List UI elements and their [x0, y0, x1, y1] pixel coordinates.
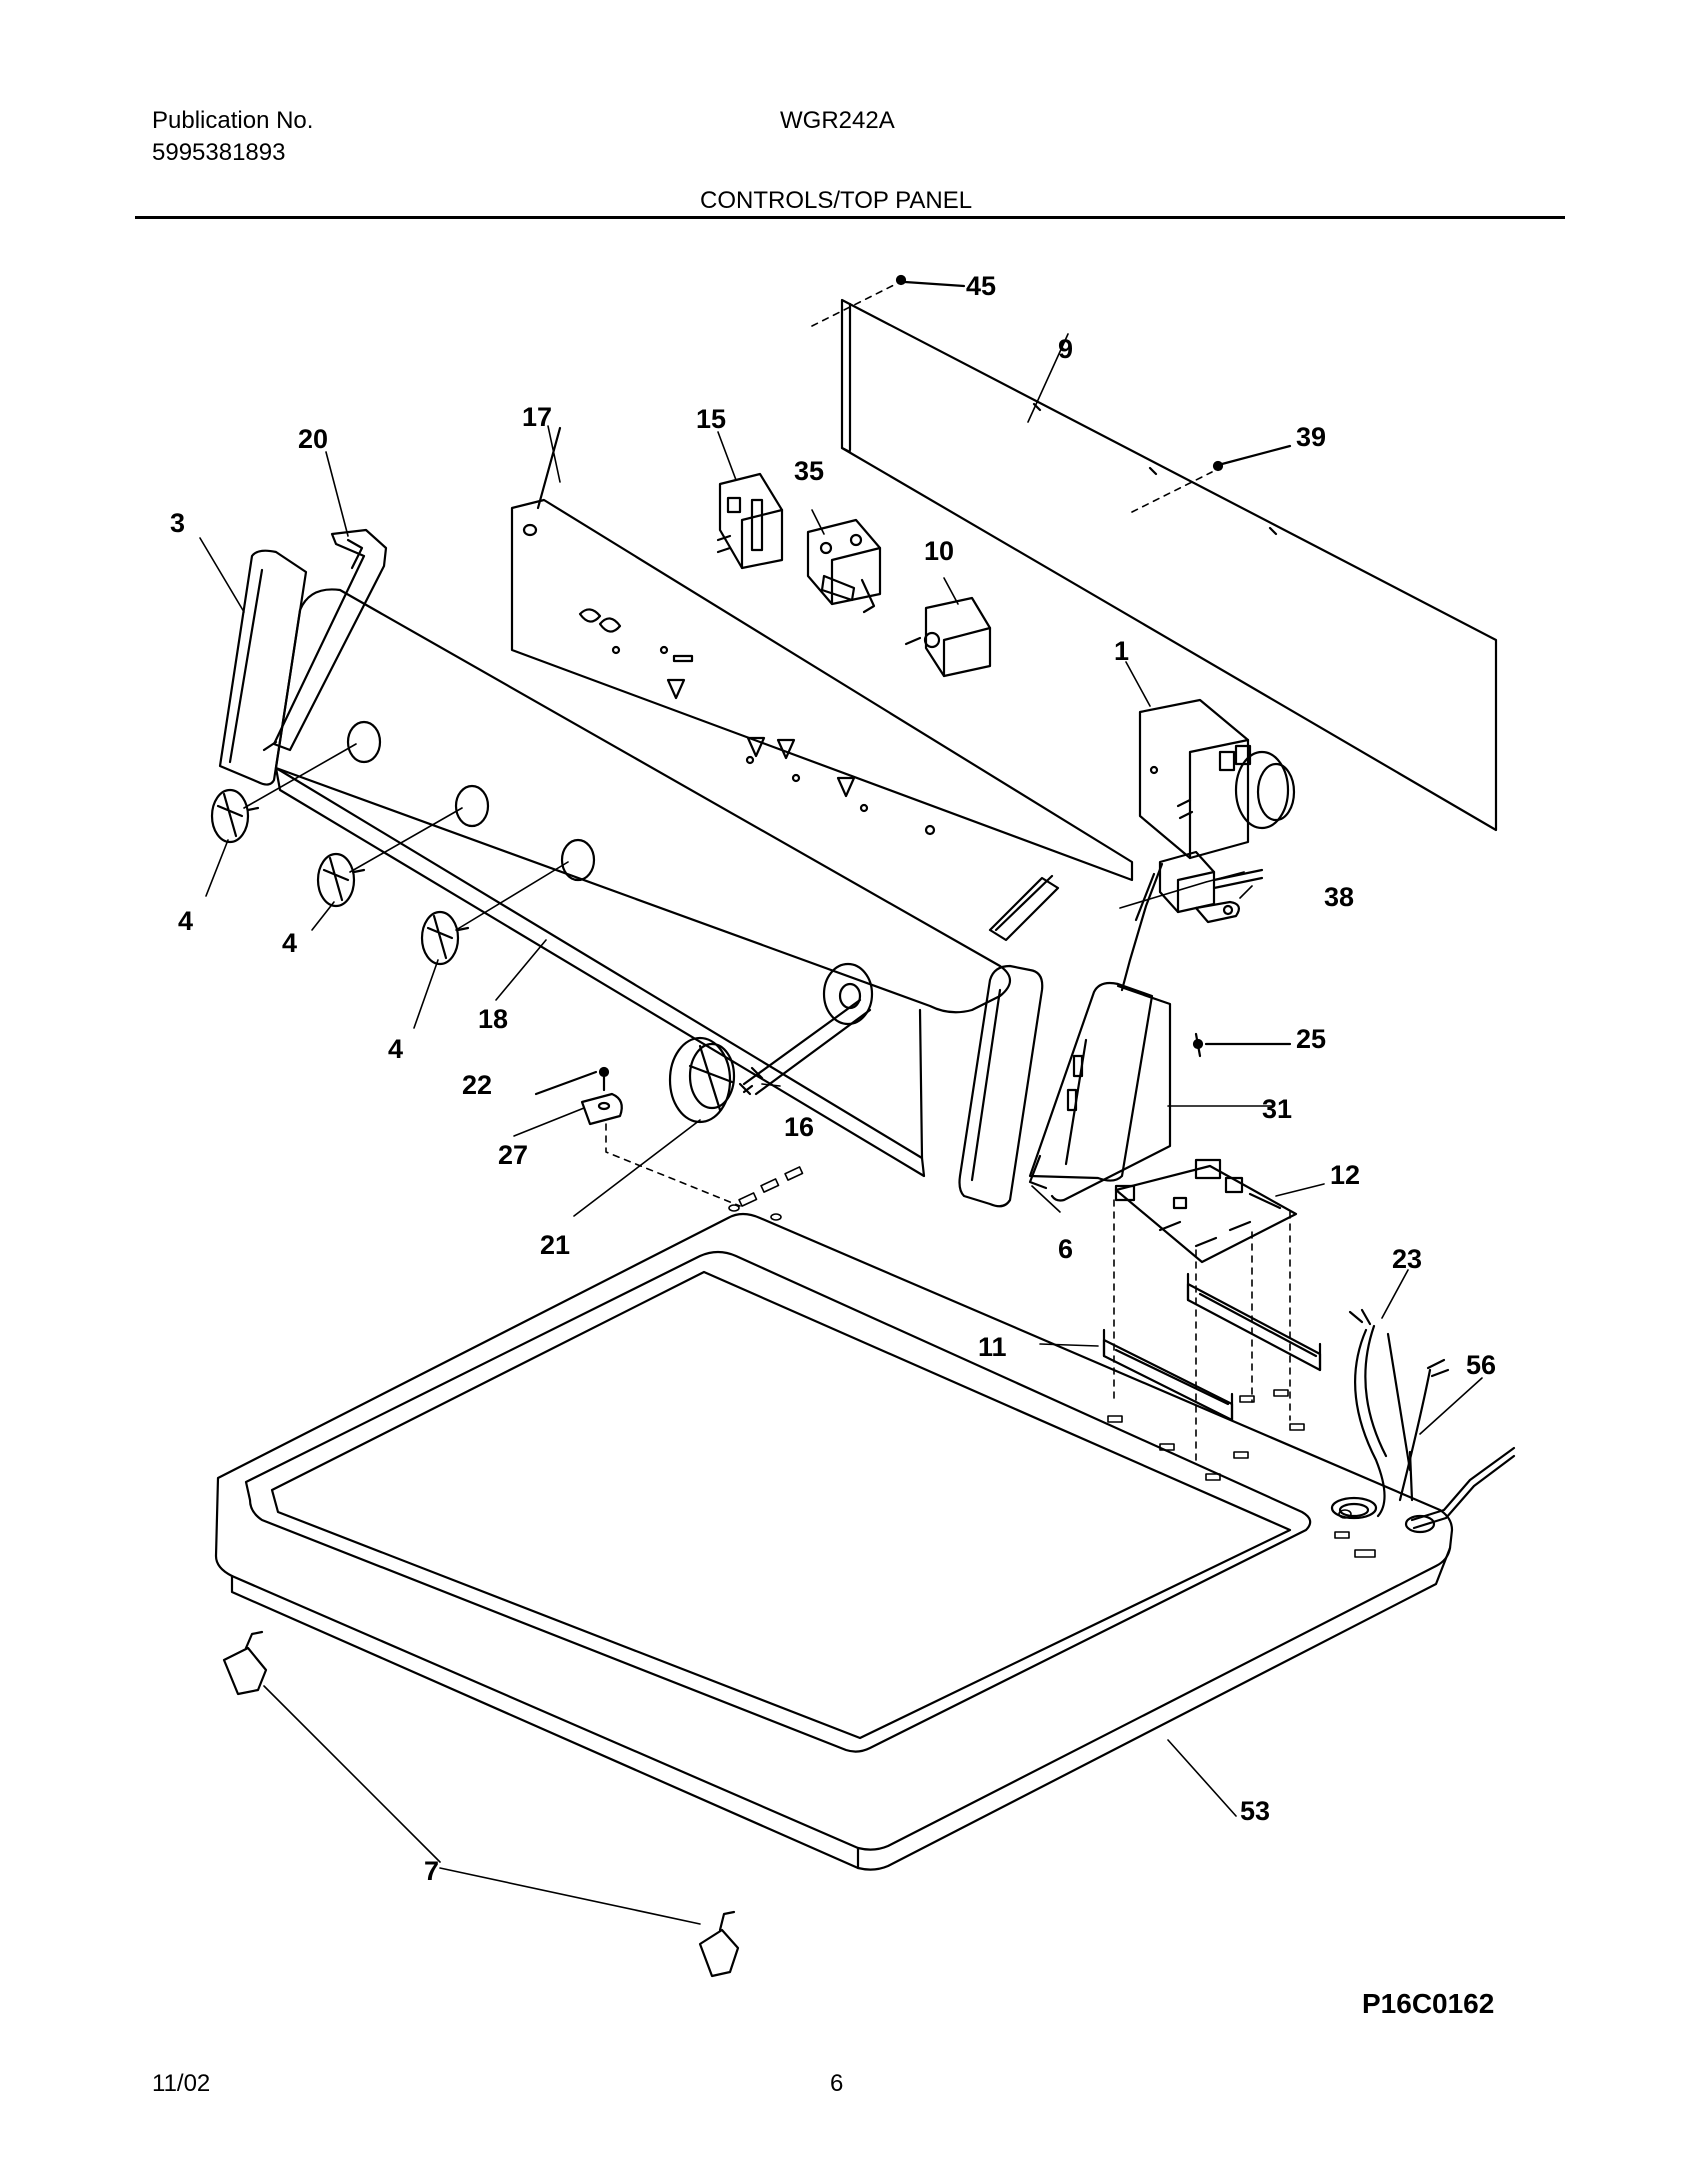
board-drop-lines — [1113, 1199, 1291, 1463]
publication-number: 5995381893 — [152, 139, 286, 166]
rear-panel-part — [840, 298, 1498, 832]
screw-45 — [895, 274, 966, 288]
callout-21: 21 — [540, 1230, 570, 1260]
console-shaft — [742, 874, 1060, 1096]
callout-11: 11 — [978, 1332, 1007, 1362]
callout-23: 23 — [1392, 1244, 1422, 1274]
relay-part — [1120, 850, 1264, 992]
callout-45: 45 — [966, 271, 996, 301]
knob-4b — [316, 852, 366, 908]
section-title: CONTROLS/TOP PANEL — [700, 187, 973, 214]
mounting-rail-11 — [1102, 1328, 1234, 1422]
callout-25: 25 — [1296, 1024, 1326, 1054]
knob-4c — [420, 910, 470, 966]
ground-wire-56 — [1404, 1446, 1516, 1534]
top-panel-part — [214, 1212, 1454, 1871]
callout-53: 53 — [1240, 1796, 1270, 1826]
callout-22: 22 — [462, 1070, 492, 1100]
timer-part — [1138, 698, 1296, 860]
publication-label: Publication No. — [152, 107, 314, 134]
control-board-part — [1114, 1158, 1298, 1264]
callout-17: 17 — [522, 402, 552, 432]
diagram-id: P16C0162 — [1362, 1988, 1495, 2019]
switch-10 — [904, 596, 992, 678]
callout-38: 38 — [1324, 882, 1354, 912]
callout-10: 10 — [924, 536, 954, 566]
callout-7: 7 — [424, 1856, 439, 1886]
callout-16: 16 — [784, 1112, 814, 1142]
hinge-bracket-left — [262, 528, 388, 752]
screw-25 — [1192, 1032, 1292, 1058]
callout-12: 12 — [1330, 1160, 1360, 1190]
callout-31: 31 — [1262, 1094, 1292, 1124]
header-rule — [135, 216, 1565, 219]
mounting-rail-upper — [1186, 1272, 1322, 1372]
callout-4-first: 4 — [178, 906, 193, 936]
end-cap-left — [218, 549, 308, 786]
callout-20: 20 — [298, 424, 328, 454]
callout-1: 1 — [1114, 636, 1129, 666]
knob-21 — [668, 1036, 736, 1124]
console-part — [274, 588, 1012, 1178]
callout-4-second: 4 — [282, 928, 297, 958]
callout-6: 6 — [1058, 1234, 1073, 1264]
callout-35: 35 — [794, 456, 824, 486]
callout-27: 27 — [498, 1140, 528, 1170]
screws-16 — [738, 1066, 764, 1096]
switch-35 — [806, 518, 882, 614]
top-panel-slots — [728, 1166, 1376, 1558]
leveling-leg-top — [222, 1630, 268, 1696]
callout-9: 9 — [1058, 334, 1073, 364]
revision-date: 11/02 — [152, 2070, 211, 2097]
model-number: WGR242A — [780, 107, 895, 134]
page-number: 6 — [830, 2070, 844, 2097]
callout-56: 56 — [1466, 1350, 1496, 1380]
callout-leaders — [199, 333, 1483, 1925]
control-backing-part — [510, 426, 1134, 882]
knob-4a — [210, 788, 260, 844]
control-bracket-right — [1028, 981, 1172, 1202]
callout-15: 15 — [696, 404, 726, 434]
wire-harness-23 — [1330, 1308, 1450, 1520]
callout-4-third: 4 — [388, 1034, 403, 1064]
callout-3: 3 — [170, 508, 185, 538]
switch-15 — [716, 472, 784, 570]
clip-27 — [580, 1092, 623, 1126]
end-cap-right — [958, 964, 1044, 1208]
callout-18: 18 — [478, 1004, 508, 1034]
screw-22 — [534, 1066, 610, 1096]
screw-39 — [1212, 444, 1292, 472]
callout-39: 39 — [1296, 422, 1326, 452]
leveling-leg-bottom — [698, 1910, 740, 1978]
